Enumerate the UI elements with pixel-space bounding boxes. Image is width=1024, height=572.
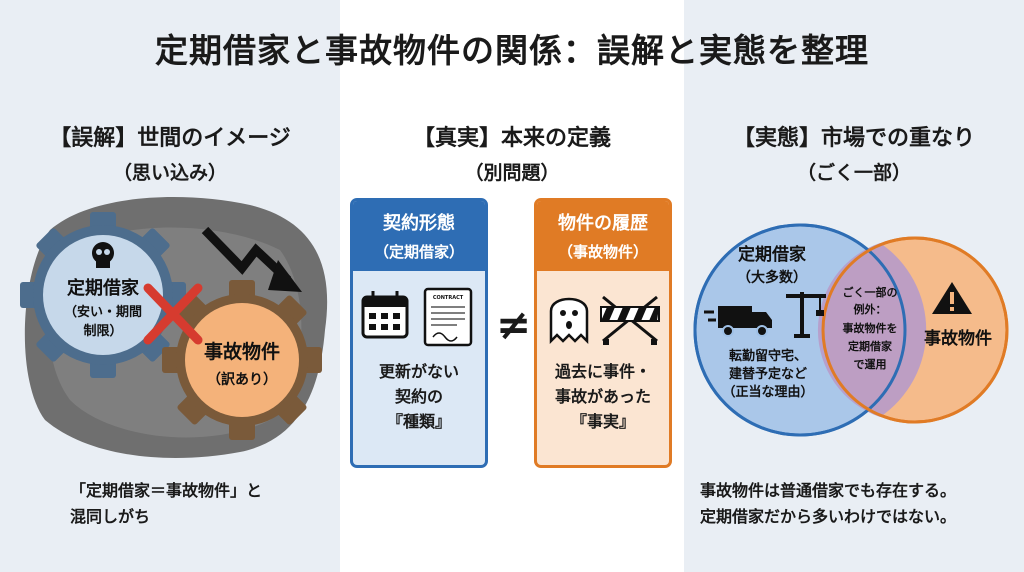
gear2-line1: （訳あり） [207,371,277,388]
gear2-title: 事故物件 [204,340,280,363]
card2-title: 物件の履歴 [558,213,648,234]
down-trend-arrow-icon [201,226,302,292]
skull-icon [92,242,114,268]
card2-text2: 事故があった [554,387,651,406]
overlap-line2: 例外： [854,302,887,316]
venn2-title: 事故物件 [924,328,992,349]
card2-subtitle: （事故物件） [557,243,648,261]
overlap-line4: 定期借家 [848,339,893,353]
truck-icon [704,306,772,337]
card1-text2: 契約の [394,387,443,406]
card2-icon-row [549,295,660,345]
overlap-line1: ごく一部の [843,285,898,299]
card1-text1: 更新がない [378,362,459,381]
misconception-illustration: 定期借家 （安い・期間 制限） 事故物件 （訳あり） [20,197,328,459]
venn-diagram: 定期借家 （大多数） 転勤留守宅、 建替予定など （正当な理由） ごく一部の 例… [693,223,1009,437]
left-caption-line1: 「定期借家＝事故物件」と [70,481,263,500]
red-x-icon [143,283,203,345]
card1-icon-row: CONTRACT [361,287,473,347]
page-title: 定期借家と事故物件の関係：誤解と実態を整理 [155,31,869,70]
barricade-icon [600,295,660,345]
venn1-sub: （大多数） [737,269,807,286]
contract-document-icon: CONTRACT [423,287,473,347]
left-heading: 【誤解】世間のイメージ [49,126,291,151]
middle-subheading: （別問題） [464,162,560,184]
card2-icons [537,271,669,359]
left-caption: 「定期借家＝事故物件」と 混同しがち [70,478,262,530]
venn1-line2: 建替予定など [729,366,807,382]
right-caption-line1: 事故物件は普通借家でも存在する。 [700,481,957,500]
card1-text3: 『種類』 [386,412,451,431]
ghost-icon [549,297,589,345]
venn1-title: 定期借家 [738,244,806,265]
card1-icons: CONTRACT [353,271,485,359]
venn1-line3: （正当な理由） [722,384,813,400]
left-section-heading: 【誤解】世間のイメージ （思い込み） [0,120,340,185]
venn-overlap [817,243,927,417]
card2-text1: 過去に事件・ [554,362,651,381]
venn1-line1: 転勤留守宅、 [729,348,807,364]
right-section-heading: 【実態】市場での重なり （ごく一部） [684,120,1024,185]
right-heading: 【実態】市場での重なり [732,126,975,151]
left-subheading: （思い込み） [112,162,227,184]
gear1-line2: 制限） [83,323,122,339]
middle-section-heading: 【真実】本来の定義 （別問題） [342,120,682,185]
card1-subtitle: （定期借家） [373,243,464,261]
gear-jiko-bukken: 事故物件 （訳あり） [162,280,322,440]
right-caption-line2: 定期借家だから多いわけではない。 [700,507,957,526]
card1-text: 更新がない 契約の 『種類』 [353,359,485,434]
crane-icon [786,292,826,338]
card2-text: 過去に事件・ 事故があった 『事実』 [537,359,669,434]
right-caption: 事故物件は普通借家でも存在する。 定期借家だから多いわけではない。 [700,478,956,530]
gear1-title: 定期借家 [67,277,140,299]
card2-text3: 『事実』 [570,412,635,431]
card-property-history: 物件の履歴 （事故物件） 過去に事件・ 事故があった 『事実』 [534,198,672,468]
gear1-line1: （安い・期間 [64,304,142,320]
right-subheading: （ごく一部） [796,162,911,184]
overlap-line3: 事故物件を [843,321,898,335]
card1-header: 契約形態 （定期借家） [353,201,485,271]
not-equal-sign: ≠ [496,300,532,349]
left-caption-line2: 混同しがち [70,507,151,526]
gear-teiki-shakuya: 定期借家 （安い・期間 制限） [20,212,186,378]
contract-doc-label: CONTRACT [433,295,464,301]
card-contract-type: 契約形態 （定期借家） CONTRACT [350,198,488,468]
card1-title: 契約形態 [383,213,455,234]
overlap-line5: で運用 [854,358,887,371]
calendar-icon [361,291,409,339]
card2-header: 物件の履歴 （事故物件） [537,201,669,271]
warning-icon [932,282,972,314]
middle-heading: 【真実】本来の定義 [412,126,611,151]
